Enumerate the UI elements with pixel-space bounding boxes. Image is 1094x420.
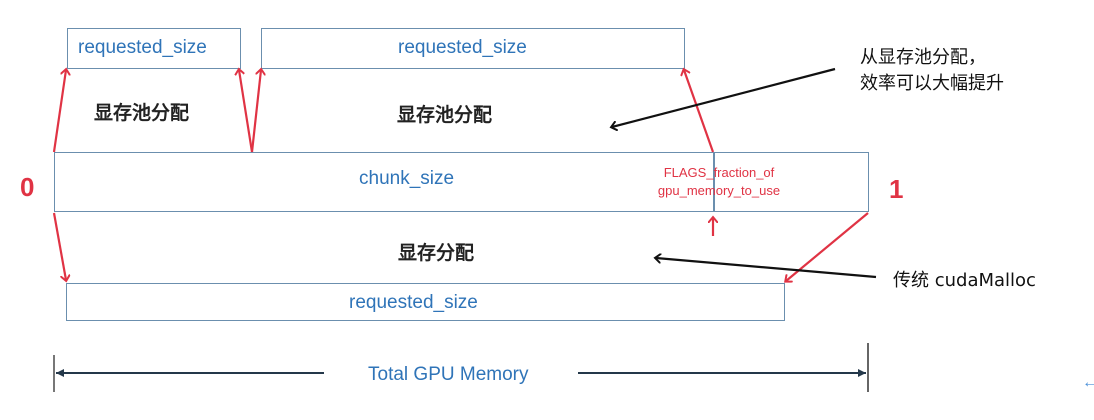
pool-arrow-1 bbox=[52, 70, 66, 153]
chunk-size-label: chunk_size bbox=[359, 168, 455, 189]
cuda-note: 传统 cudaMalloc bbox=[893, 270, 1036, 291]
fraction-flag-label: FLAGS_fraction_of gpu_memory_to_use bbox=[654, 164, 784, 200]
requested-size-box-2: requested_size bbox=[261, 28, 685, 69]
requested-size-label-2: requested_size bbox=[398, 37, 527, 58]
pool-note-arrow bbox=[612, 67, 836, 127]
fraction-divider bbox=[713, 153, 715, 211]
back-arrow-icon[interactable]: ← bbox=[1082, 374, 1094, 391]
pool-alloc-label-1: 显存池分配 bbox=[94, 102, 190, 124]
pool-note-line1: 从显存池分配， bbox=[860, 47, 986, 68]
requested-size-label-bottom: requested_size bbox=[349, 292, 478, 313]
cuda-note-arrow bbox=[656, 258, 877, 279]
fraction-flag-line2: gpu_memory_to_use bbox=[657, 183, 781, 198]
direct-arrow-left bbox=[52, 212, 66, 280]
pool-arrow-3 bbox=[250, 70, 261, 153]
requested-size-box-bottom: requested_size bbox=[66, 283, 785, 321]
marker-zero: 0 bbox=[20, 172, 35, 202]
pool-note: 从显存池分配， 效率可以大幅提升 bbox=[860, 45, 1004, 97]
chunk-box: chunk_size bbox=[54, 152, 869, 212]
fraction-flag-line1: FLAGS_fraction_of bbox=[663, 165, 775, 180]
pool-note-line2: 效率可以大幅提升 bbox=[860, 73, 1004, 94]
marker-one: 1 bbox=[889, 174, 904, 204]
requested-size-box-1: requested_size bbox=[67, 28, 241, 69]
pool-alloc-label-2: 显存池分配 bbox=[397, 104, 493, 126]
pool-arrow-4 bbox=[684, 70, 715, 153]
direct-alloc-label: 显存分配 bbox=[398, 242, 475, 264]
total-gpu-memory-label: Total GPU Memory bbox=[368, 364, 529, 385]
requested-size-label-1: requested_size bbox=[78, 37, 207, 58]
pool-arrow-2 bbox=[239, 70, 254, 153]
